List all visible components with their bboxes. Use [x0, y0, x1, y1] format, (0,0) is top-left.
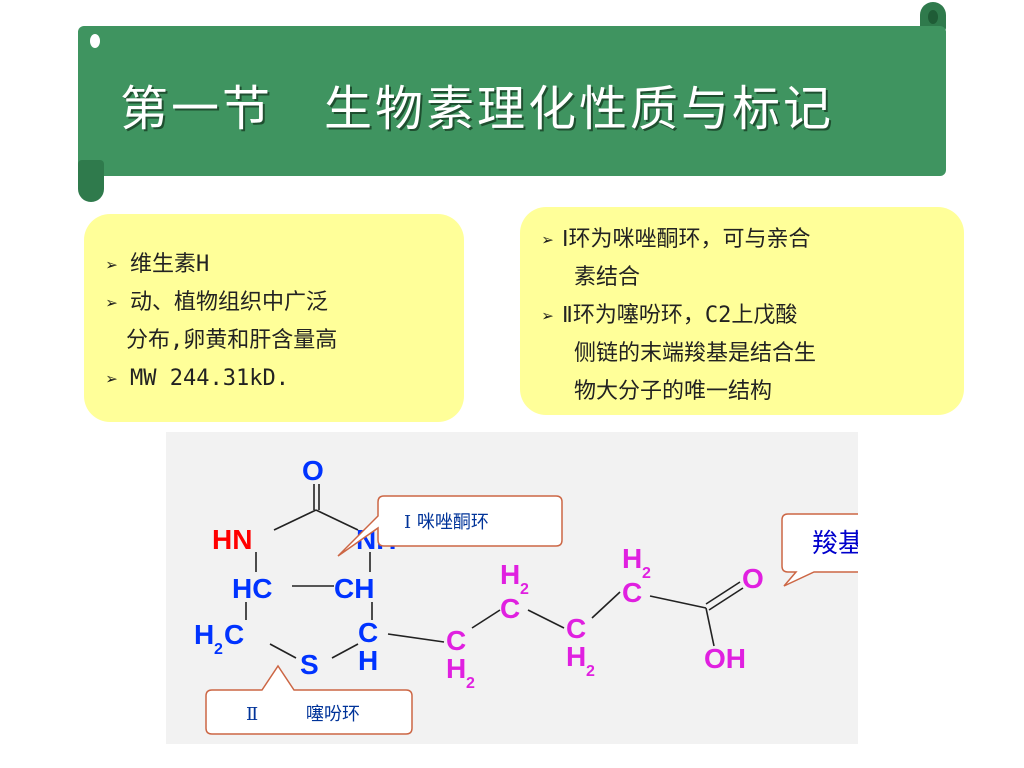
bullet-text-cont: 侧链的末端羧基是结合生	[574, 341, 817, 366]
callout-carboxyl: 羧基	[781, 513, 858, 587]
bond	[269, 643, 297, 659]
atom-subscript: 2	[642, 565, 651, 582]
atom-subscript: 2	[214, 641, 223, 658]
bond	[331, 643, 359, 659]
info-box-right: ➢ Ⅰ环为咪唑酮环，可与亲合 素结合 ➢ Ⅱ环为噻吩环，C2上戊酸 侧链的末端羧…	[520, 207, 964, 415]
atom-label: S	[300, 649, 319, 680]
bond	[591, 591, 621, 619]
atom-label: C	[446, 625, 466, 656]
atom-label: H	[500, 559, 520, 590]
atom-label: H	[566, 641, 586, 672]
atom-label: C	[622, 577, 642, 608]
bond	[471, 609, 501, 629]
atom-label: C	[566, 613, 586, 644]
arrow-bullet-icon: ➢	[542, 228, 555, 252]
bullet-text-cont: 素结合	[574, 265, 641, 290]
callout-label-num: Ⅱ	[246, 704, 258, 725]
bullet-text: Ⅱ环为噻吩环，C2上戊酸	[562, 303, 798, 328]
list-item: ➢ Ⅱ环为噻吩环，C2上戊酸 侧链的末端羧基是结合生 物大分子的唯一结构	[542, 297, 956, 411]
list-item: ➢ 维生素H	[106, 246, 452, 284]
list-item: ➢ MW 244.31kD.	[106, 360, 452, 398]
arrow-bullet-icon: ➢	[542, 304, 555, 328]
atom-label: H	[622, 543, 642, 574]
atom-label: HN	[212, 524, 252, 555]
banner-scroll-bottom	[78, 160, 104, 202]
atom-label: H	[194, 619, 214, 650]
arrow-bullet-icon: ➢	[106, 253, 119, 277]
atom-label: C	[224, 619, 244, 650]
atom-label: C	[358, 617, 378, 648]
info-box-left: ➢ 维生素H ➢ 动、植物组织中广泛 分布,卵黄和肝含量高 ➢ MW 244.3…	[84, 214, 464, 422]
atom-label: O	[302, 455, 324, 486]
callout-bubble	[337, 495, 563, 557]
callout-label: 羧基	[812, 529, 858, 559]
list-item: ➢ Ⅰ环为咪唑酮环，可与亲合 素结合	[542, 221, 956, 297]
bond	[705, 607, 715, 647]
callout-ring1: Ⅰ 咪唑酮环	[337, 495, 563, 557]
bullet-text: Ⅰ环为咪唑酮环，可与亲合	[562, 227, 811, 252]
bond	[315, 509, 359, 531]
bond	[387, 633, 445, 643]
bond	[708, 587, 744, 611]
title-banner	[78, 26, 946, 176]
bullet-text: MW 244.31kD.	[130, 366, 289, 391]
callout-bubble	[205, 664, 413, 735]
atom-subscript: 2	[520, 581, 529, 598]
bond	[649, 595, 707, 609]
arrow-bullet-icon: ➢	[106, 367, 119, 391]
list-item: ➢ 动、植物组织中广泛 分布,卵黄和肝含量高	[106, 284, 452, 360]
atom-label: H	[446, 653, 466, 684]
biotin-structure-diagram: O HN NH HC CH H 2 C S C H C H 2 C H 2 C …	[194, 455, 858, 735]
banner-scroll-dot	[928, 10, 938, 24]
atom-subscript: 2	[466, 675, 475, 692]
atom-label: H	[358, 645, 378, 676]
slide-title: 第一节 生物素理化性质与标记	[120, 81, 835, 137]
callout-bubble	[781, 513, 858, 587]
arrow-bullet-icon: ➢	[106, 291, 119, 315]
banner-scroll-dot	[90, 34, 100, 48]
bond	[705, 581, 741, 605]
bullet-text: 动、植物组织中广泛	[130, 290, 329, 315]
bullet-text: 维生素H	[130, 252, 210, 277]
atom-label: OH	[704, 643, 746, 674]
atom-label: C	[500, 593, 520, 624]
bond	[527, 609, 565, 629]
callout-ring2: Ⅱ 噻吩环	[205, 664, 413, 735]
callout-label: Ⅰ 咪唑酮环	[404, 512, 489, 533]
bullet-text-cont: 分布,卵黄和肝含量高	[126, 328, 338, 353]
biotin-structure-panel: O HN NH HC CH H 2 C S C H C H 2 C H 2 C …	[166, 432, 858, 744]
atom-subscript: 2	[586, 663, 595, 680]
bullet-text-cont: 物大分子的唯一结构	[574, 379, 773, 404]
atom-label: CH	[334, 573, 374, 604]
atom-label: O	[742, 563, 764, 594]
bond	[273, 509, 317, 531]
atom-label: HC	[232, 573, 272, 604]
callout-label: 噻吩环	[306, 704, 360, 725]
